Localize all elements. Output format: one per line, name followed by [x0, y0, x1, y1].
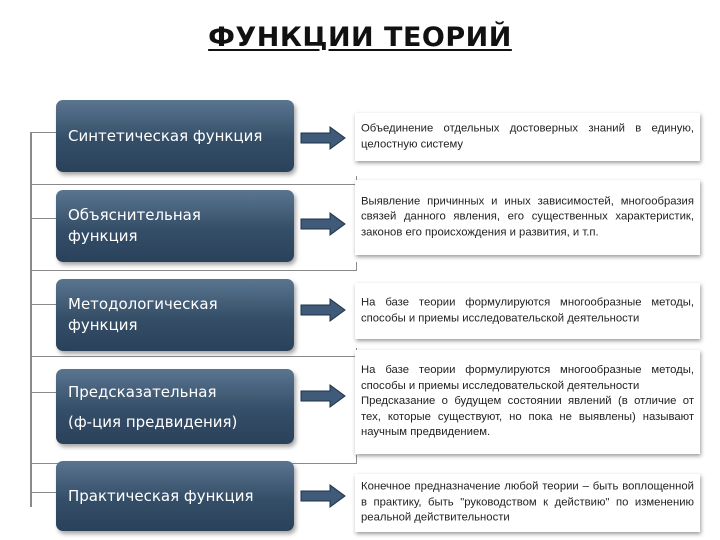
connector-line: [31, 356, 356, 357]
function-box-predictive: Предсказательная (ф-ция предвидения): [56, 369, 294, 444]
connector-line: [31, 392, 56, 393]
description-text: Конечное предназначение любой теории – б…: [361, 480, 694, 524]
description-box-synthetic: Объединение отдельных достоверных знаний…: [355, 113, 700, 161]
connector-line: [31, 492, 56, 493]
description-box-practical: Конечное предназначение любой теории – б…: [355, 474, 700, 532]
function-box-synthetic: Синтетическая функция: [56, 100, 294, 172]
connector-line: [31, 304, 56, 305]
page-title: ФУНКЦИИ ТЕОРИЙ: [208, 22, 512, 53]
connector-spine: [30, 132, 32, 507]
description-box-explanatory: Выявление причинных и иных зависимостей,…: [355, 180, 700, 255]
arrow-right-icon: [300, 212, 346, 236]
description-text: Объединение отдельных достоверных знаний…: [361, 122, 694, 150]
function-label: Предсказательная (ф-ция предвидения): [68, 382, 238, 431]
function-label: Методологическая функция: [68, 295, 218, 334]
function-label: Объяснительная функция: [68, 206, 201, 245]
connector-line: [31, 218, 56, 219]
function-label: Практическая функция: [68, 486, 254, 505]
description-text: Выявление причинных и иных зависимостей,…: [361, 195, 694, 239]
arrow-right-icon: [300, 484, 346, 508]
arrow-right-icon: [300, 384, 346, 408]
description-box-methodological: На базе теории формулируются многообразн…: [355, 283, 700, 339]
function-box-explanatory: Объяснительная функция: [56, 190, 294, 262]
connector-line: [356, 455, 357, 464]
connector-line: [356, 262, 357, 271]
description-text: На базе теории формулируются многообразн…: [361, 364, 694, 392]
connector-line: [31, 270, 356, 271]
function-box-practical: Практическая функция: [56, 461, 294, 531]
function-box-methodological: Методологическая функция: [56, 279, 294, 351]
description-box-predictive: На базе теории формулируются многообразн…: [355, 350, 700, 454]
arrow-right-icon: [300, 298, 346, 322]
arrow-right-icon: [300, 126, 346, 150]
connector-line: [31, 184, 356, 185]
description-text: На базе теории формулируются многообразн…: [361, 296, 694, 324]
function-label: Синтетическая функция: [68, 126, 263, 145]
description-text: Предсказание о будущем состоянии явлений…: [361, 395, 694, 439]
connector-line: [31, 132, 56, 133]
